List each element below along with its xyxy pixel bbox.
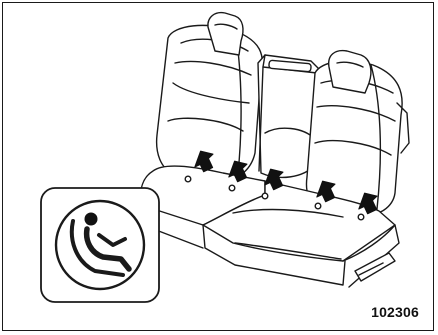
anchor-point [315, 203, 321, 209]
child-seat-anchor-icon [41, 188, 159, 302]
anchor-point [262, 193, 268, 199]
rear-seat-illustration [3, 3, 434, 331]
figure-code: 102306 [371, 304, 419, 320]
illustration-frame: 102306 [2, 2, 434, 331]
anchor-point [358, 214, 364, 220]
anchor-point [229, 185, 235, 191]
right-headrest [329, 51, 371, 93]
anchor-point [185, 176, 191, 182]
